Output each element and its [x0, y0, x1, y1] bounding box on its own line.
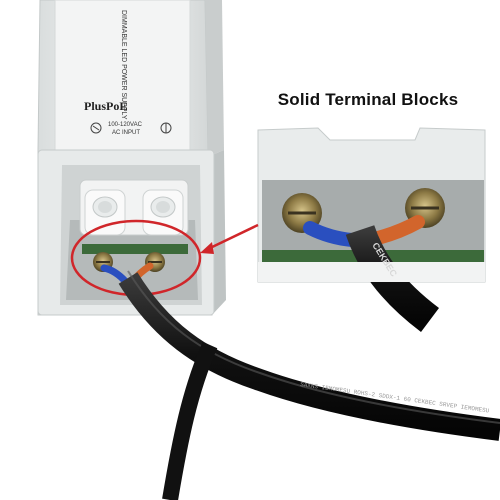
label-product-text: DIMMABLE LED POWER SUPPLY	[120, 10, 127, 120]
pointer-arrow	[200, 223, 259, 254]
black-cable	[118, 272, 500, 441]
label-brand-text: PlusPoE	[84, 99, 127, 113]
label-input-rating: 100-120VAC	[108, 122, 143, 128]
zoom-inset	[257, 127, 486, 332]
caption-title: Solid Terminal Blocks	[277, 90, 459, 109]
label-symbols	[90, 122, 172, 134]
label-input-text: AC INPUT	[112, 130, 140, 136]
